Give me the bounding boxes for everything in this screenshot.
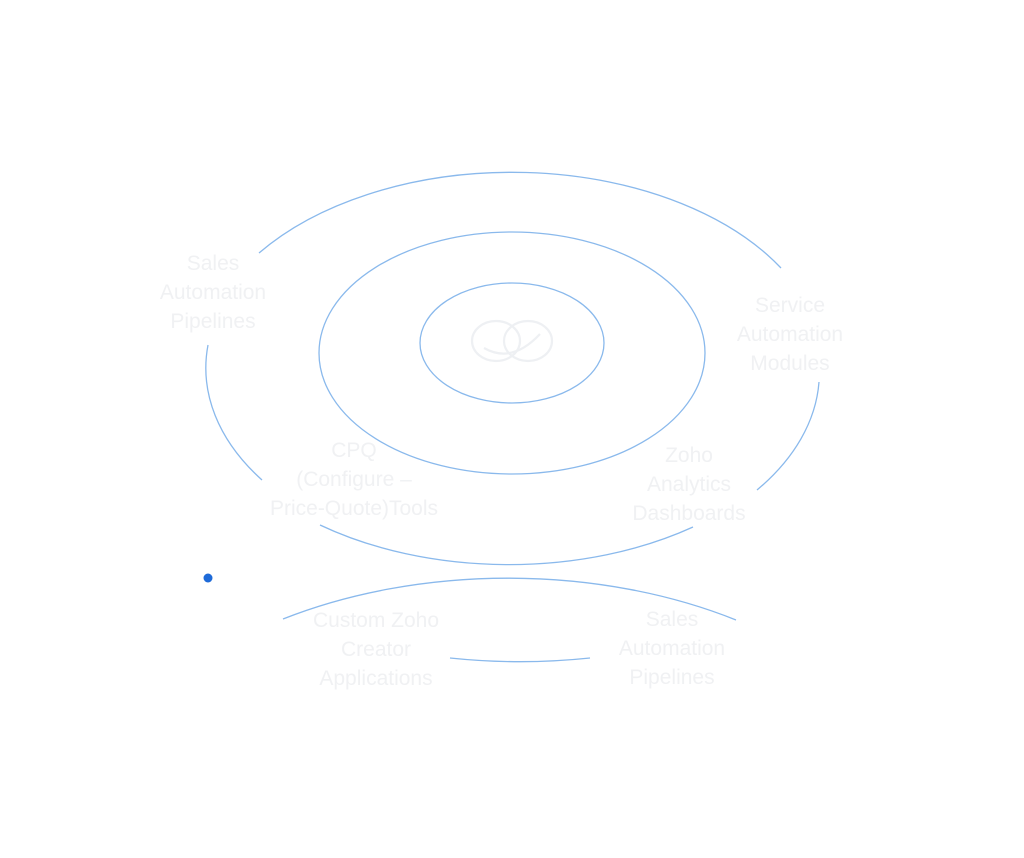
orbit-marker-dot: [203, 573, 213, 583]
label-cpq-tools[interactable]: CPQ (Configure – Price-Quote)Tools: [269, 439, 439, 520]
second-orbit-ring-bottom: [319, 524, 694, 566]
outer-orbit-ring: [282, 577, 737, 621]
label-zoho-analytics-dashboards[interactable]: Zoho Analytics Dashboards: [632, 444, 746, 525]
zoho-infinity-logo-icon: [470, 319, 554, 363]
label-custom-zoho-creator-apps[interactable]: Custom Zoho Creator Applications: [312, 609, 440, 690]
second-orbit-ring-right: [756, 381, 820, 491]
outer-orbit-ring-bottom: [449, 657, 591, 663]
second-orbit-ring-left: [205, 344, 263, 481]
inner-orbit-ring: [419, 282, 605, 404]
label-service-automation-modules[interactable]: Service Automation Modules: [736, 294, 844, 375]
label-sales-pipelines-top[interactable]: Sales Automation Pipelines: [159, 252, 267, 333]
third-orbit-ring: [318, 231, 706, 475]
label-sales-pipelines-bottom[interactable]: Sales Automation Pipelines: [618, 608, 726, 689]
second-orbit-ring: [258, 171, 782, 269]
